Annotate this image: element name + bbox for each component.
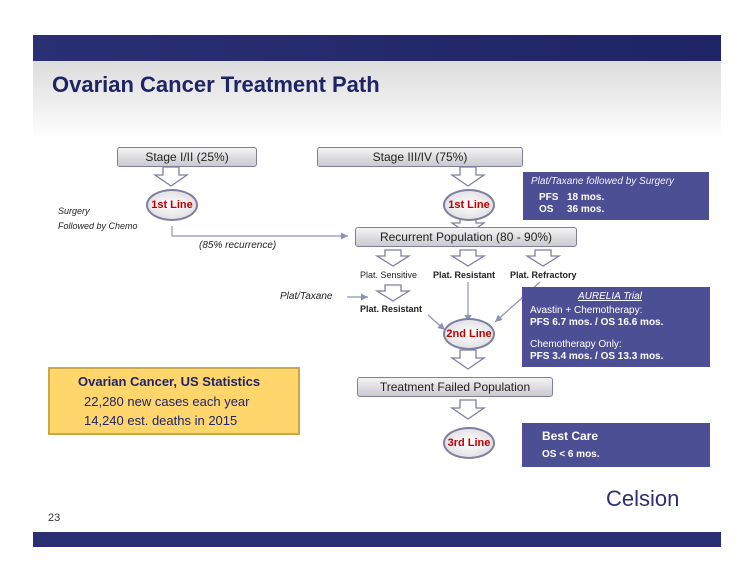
third-line-oval: 3rd Line	[443, 427, 495, 459]
aurelia-group1-stats: PFS 6.7 mos. / OS 16.6 mos.	[530, 317, 664, 328]
stage-late-box: Stage III/IV (75%)	[317, 147, 523, 167]
us-statistics-line2: 14,240 est. deaths in 2015	[84, 413, 238, 428]
aurelia-title: AURELIA Trial	[578, 291, 642, 302]
best-care-title: Best Care	[542, 429, 599, 443]
os-value: 36 mos.	[567, 204, 605, 215]
slide-number: 23	[48, 512, 61, 524]
down-arrow-failed	[449, 399, 487, 420]
stage-early-box: Stage I/II (25%)	[117, 147, 257, 167]
aurelia-info-box: AURELIA Trial Avastin + Chemotherapy: PF…	[522, 287, 710, 367]
first-line-left-oval: 1st Line	[146, 189, 198, 221]
plat-sensitive-label: Plat. Sensitive	[360, 270, 418, 280]
second-line-oval: 2nd Line	[443, 318, 495, 350]
treatment-failed-box: Treatment Failed Population	[357, 377, 553, 397]
slide-title: Ovarian Cancer Treatment Path	[52, 72, 380, 97]
best-care-box: Best Care OS < 6 mos.	[522, 423, 710, 467]
aurelia-group2-stats: PFS 3.4 mos. / OS 13.3 mos.	[530, 351, 664, 362]
pfs-label: PFS	[539, 192, 559, 203]
celsion-logo: Celsion	[606, 486, 680, 511]
recurrent-population-box: Recurrent Population (80 - 90%)	[355, 227, 577, 247]
down-arrow-second-line	[449, 349, 487, 370]
resistant-to-second-connector	[427, 314, 446, 331]
best-care-stat: OS < 6 mos.	[542, 449, 600, 460]
recurrence-connector	[171, 226, 348, 240]
plat-taxane-label: Plat/Taxane	[280, 291, 333, 302]
us-statistics-line1: 22,280 new cases each year	[84, 394, 250, 409]
us-statistics-title: Ovarian Cancer, US Statistics	[78, 374, 261, 389]
down-arrow-plat-taxane	[374, 284, 412, 302]
down-arrow-sensitive	[374, 249, 412, 267]
plat-taxane-info-box: Plat/Taxane followed by Surgery PFS 18 m…	[523, 172, 709, 220]
pfs-value: 18 mos.	[567, 192, 605, 203]
os-label: OS	[539, 204, 554, 215]
us-statistics-box: Ovarian Cancer, US Statistics 22,280 new…	[48, 367, 300, 435]
plat-refractory-label: Plat. Refractory	[510, 270, 577, 280]
plat-resistant-after-label: Plat. Resistant	[360, 304, 423, 314]
aurelia-group1: Avastin + Chemotherapy:	[530, 305, 643, 316]
surgery-note-line2: Followed by Chemo	[58, 221, 138, 231]
down-arrow-resistant	[449, 249, 487, 267]
down-arrow-stage-late	[449, 166, 487, 187]
top-banner	[33, 35, 721, 61]
aurelia-group2: Chemotherapy Only:	[530, 339, 622, 350]
plat-taxane-info-title: Plat/Taxane followed by Surgery	[531, 176, 675, 187]
recurrence-note: (85% recurrence)	[199, 240, 277, 251]
down-arrow-refractory	[524, 249, 562, 267]
title-background	[33, 61, 721, 141]
down-arrow-stage-early	[152, 166, 190, 187]
surgery-note-line1: Surgery	[58, 206, 90, 216]
first-line-right-oval: 1st Line	[443, 189, 495, 221]
bottom-banner	[33, 532, 721, 547]
plat-resistant-label: Plat. Resistant	[433, 270, 496, 280]
